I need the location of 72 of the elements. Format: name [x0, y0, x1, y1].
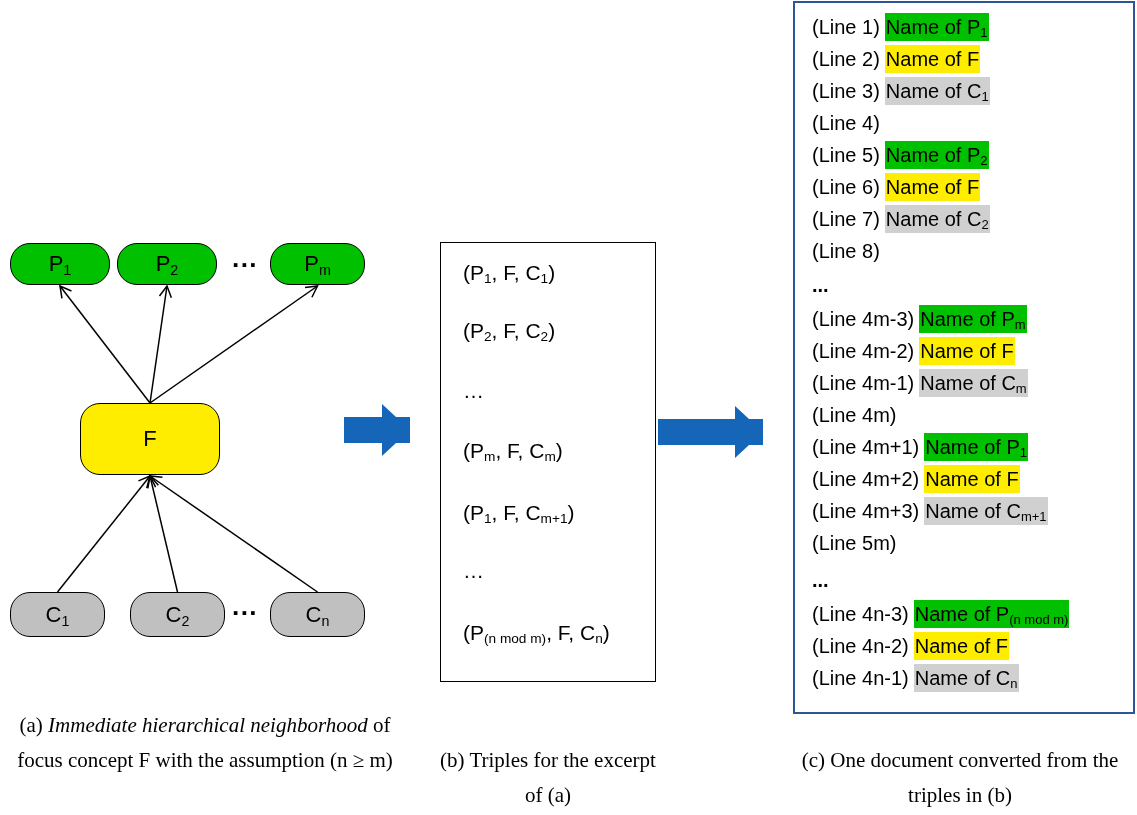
highlighted-name: Name of P$_{1}$: [884, 13, 989, 41]
line-number-label: (Line 4n-3): [811, 602, 910, 627]
focus-concept-node: [80, 403, 220, 475]
highlighted-name: Name of C$_{2}$: [884, 205, 990, 233]
highlighted-name: Name of C$_{n}$: [913, 664, 1019, 692]
highlighted-name: Name of P$_{1}$: [924, 433, 1028, 461]
arrow: [149, 285, 173, 404]
highlighted-name: Name of C$_{m+1}$: [924, 497, 1048, 525]
arrow: [149, 475, 319, 593]
line-number-label: (Line 5m): [811, 531, 898, 556]
panel-caption: (c) One document converted from the triples in (b): [800, 747, 1120, 809]
highlighted-name: Name of P$_{m}$: [919, 305, 1027, 333]
parent-concept-node: [270, 243, 365, 285]
block-arrow: [344, 404, 410, 456]
panel-caption: (b) Triples for the excerpt of (a): [440, 747, 656, 809]
line-number-label: (Line 4m-3): [811, 307, 916, 332]
ellipsis: ...: [811, 273, 830, 298]
line-number-label: (Line 4m): [811, 403, 898, 428]
concept-label: P$_{m}$: [304, 253, 331, 275]
line-number-label: (Line 3): [811, 79, 881, 104]
line-number-label: (Line 2): [811, 47, 881, 72]
child-concept-node: [270, 592, 365, 637]
child-concept-node: [10, 592, 105, 637]
ellipsis: ···: [232, 598, 258, 629]
triple-text: (P$_{(n mod m)}$, F, C$_{n}$): [463, 620, 610, 647]
concept-label: P$_{2}$: [155, 253, 179, 275]
parent-concept-node: [117, 243, 217, 285]
block-arrow: [658, 406, 763, 458]
ellipsis: ···: [232, 250, 258, 281]
arrow: [149, 285, 319, 404]
line-number-label: (Line 4m-2): [811, 339, 916, 364]
child-concept-node: [130, 592, 225, 637]
line-number-label: (Line 4m+2): [811, 467, 921, 492]
triple-text: (P$_{1}$, F, C$_{1}$): [463, 260, 556, 287]
highlighted-name: Name of P$_{2}$: [884, 141, 989, 169]
ellipsis: ...: [811, 568, 830, 593]
line-number-label: (Line 4m+1): [811, 435, 921, 460]
concept-label: C$_{2}$: [165, 603, 190, 626]
line-number-label: (Line 4): [811, 111, 881, 136]
document-box: [793, 1, 1135, 714]
line-number-label: (Line 1): [811, 15, 881, 40]
triple-text: (P$_{m}$, F, C$_{m}$): [463, 438, 563, 465]
line-number-label: (Line 8): [811, 239, 881, 264]
line-number-label: (Line 4n-1): [811, 666, 910, 691]
highlighted-name: Name of C$_{m}$: [919, 369, 1028, 397]
triple-text: …: [463, 558, 484, 584]
concept-label: F: [143, 428, 157, 450]
highlighted-name: Name of P$_{(n mod m)}$: [913, 600, 1070, 628]
concept-label: P$_{1}$: [48, 253, 72, 275]
highlighted-name: Name of F: [924, 465, 1020, 493]
line-number-label: (Line 4m-1): [811, 371, 916, 396]
panel-caption: (a) Immediate hierarchical neighborhood of focus concept F with the assumption (n ≥ m): [16, 712, 394, 774]
highlighted-name: Name of F: [913, 632, 1010, 660]
arrow: [145, 475, 179, 593]
arrow: [56, 475, 151, 593]
arrow: [59, 285, 151, 404]
line-number-label: (Line 4n-2): [811, 634, 910, 659]
line-number-label: (Line 5): [811, 143, 881, 168]
highlighted-name: Name of C$_{1}$: [884, 77, 990, 105]
highlighted-name: Name of F: [884, 173, 981, 201]
line-number-label: (Line 4m+3): [811, 499, 921, 524]
concept-label: C$_{n}$: [305, 603, 330, 626]
highlighted-name: Name of F: [884, 45, 981, 73]
highlighted-name: Name of F: [919, 337, 1015, 365]
line-number-label: (Line 7): [811, 207, 881, 232]
triple-text: (P$_{2}$, F, C$_{2}$): [463, 318, 556, 345]
line-number-label: (Line 6): [811, 175, 881, 200]
triple-text: (P$_{1}$, F, C$_{m+1}$): [463, 500, 575, 527]
triples-box: [440, 242, 656, 682]
triple-text: …: [463, 378, 484, 404]
concept-label: C$_{1}$: [45, 603, 70, 626]
parent-concept-node: [10, 243, 110, 285]
